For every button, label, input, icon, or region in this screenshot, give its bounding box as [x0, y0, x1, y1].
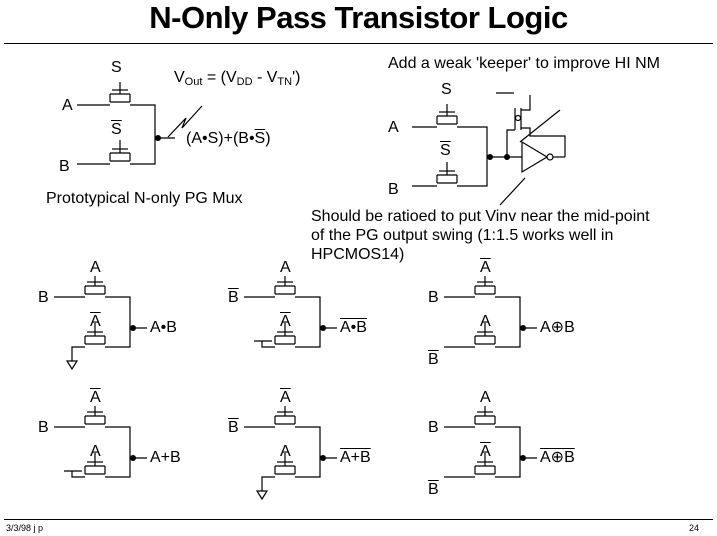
- keeper-gate-bottom: S: [440, 142, 451, 159]
- cell-or-input-top: B: [38, 419, 49, 436]
- ratio-note-line-1: Should be ratioed to put Vinv near the m…: [311, 208, 650, 225]
- cell-nor-output: A+B: [340, 449, 371, 466]
- cell-nor-gate-top: A: [280, 389, 291, 406]
- footer-rule: [4, 519, 713, 520]
- cell-nand-input-top: B: [228, 289, 239, 306]
- cell-xor-input-top: B: [428, 289, 439, 306]
- cell-nand: [244, 276, 337, 348]
- cell-or-gate-bottom: A: [90, 443, 101, 460]
- keeper-input-b: B: [388, 181, 399, 198]
- ratio-note-line-2: of the PG output swing (1:1.5 works well…: [311, 227, 614, 244]
- keeper-inverter: [521, 140, 549, 174]
- cell-xnor-gate-top: A: [480, 389, 491, 406]
- cell-xnor-input-top: B: [428, 419, 439, 436]
- mux-expression: (A•S)+(B•S): [186, 130, 271, 147]
- cell-xnor-gate-bottom: A: [480, 443, 491, 460]
- cell-and-gate-bottom: A: [90, 313, 101, 330]
- title-rule: [4, 43, 713, 44]
- cell-xor-output: A⊕B: [540, 319, 575, 336]
- keeper-gate-top: S: [441, 81, 452, 98]
- cell-nor: [244, 406, 337, 501]
- cell-xor: [444, 276, 537, 348]
- mux-gate-bottom-label: S: [111, 121, 122, 138]
- cell-xnor-output: A⊕B: [540, 449, 575, 466]
- cell-or-gate-top: A: [90, 389, 101, 406]
- vout-arrow: [167, 105, 203, 138]
- cell-xnor: [444, 406, 537, 478]
- mux-gate-top-label: S: [111, 59, 122, 76]
- cell-or: [54, 406, 147, 478]
- ratio-note-line-3: HPCMOS14): [311, 246, 405, 263]
- footer-page-number: 24: [689, 523, 700, 533]
- cell-or-output: A+B: [150, 449, 181, 466]
- keeper-pass-bottom: [412, 162, 458, 187]
- footer-date: 3/3/98 j p: [6, 523, 44, 533]
- vout-equation: VOut = (VDD - VTN'): [174, 69, 301, 88]
- cell-and-input-top: B: [38, 289, 49, 306]
- keeper-note: Add a weak 'keeper' to improve HI NM: [388, 55, 660, 72]
- cell-nor-input-top: B: [228, 419, 239, 436]
- cell-nand-gate-bottom: A: [280, 313, 291, 330]
- cell-and: [54, 276, 147, 371]
- cell-xor-gate-bottom: A: [480, 313, 491, 330]
- mux-input-a: A: [62, 97, 73, 114]
- mux-caption: Prototypical N-only PG Mux: [46, 190, 243, 207]
- cell-xor-input-bottom: B: [428, 351, 439, 368]
- cell-and-output: A•B: [150, 319, 177, 336]
- mux-transistor-top: [77, 82, 156, 165]
- slide-title: N-Only Pass Transistor Logic: [149, 0, 568, 35]
- cell-nand-gate-top: A: [280, 259, 291, 276]
- cell-nor-gate-bottom: A: [280, 443, 291, 460]
- keeper-input-a: A: [388, 119, 399, 136]
- mux-transistor-bottom: [77, 140, 131, 165]
- mux-input-b: B: [59, 158, 70, 175]
- cell-nand-output: A•B: [340, 319, 367, 336]
- cell-and-gate-top: A: [90, 259, 101, 276]
- cell-xor-gate-top: A: [480, 259, 491, 276]
- cell-xnor-input-bottom: B: [428, 481, 439, 498]
